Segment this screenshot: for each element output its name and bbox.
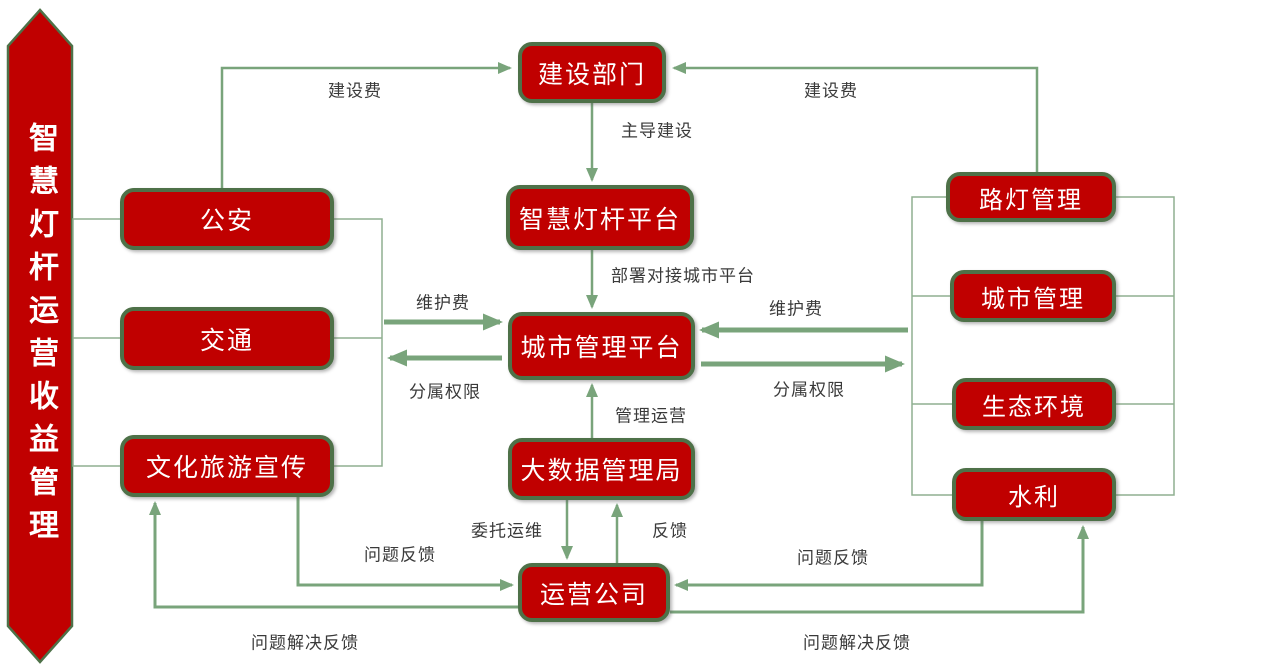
edge-label-lead-construction: 主导建设 — [621, 121, 693, 141]
node-smart-pole-platform: 智慧灯杆平台 — [506, 185, 694, 250]
node-city-mgmt: 城市管理 — [950, 270, 1116, 322]
edge-problem-feedback-left-line — [296, 497, 514, 591]
edge-label-maintenance-fee-right: 维护费 — [769, 299, 823, 319]
node-culture-tourism: 文化旅游宣传 — [120, 435, 334, 497]
node-operating-company: 运营公司 — [518, 563, 670, 622]
node-street-light-mgmt: 路灯管理 — [946, 172, 1116, 222]
node-big-data-bureau: 大数据管理局 — [508, 438, 695, 500]
edge-label-construction-fee-left: 建设费 — [328, 81, 382, 101]
node-water-conservancy: 水利 — [952, 468, 1116, 521]
node-construction-dept: 建设部门 — [518, 42, 666, 103]
banner-title: 智慧灯杆运营收益管理 — [24, 122, 57, 552]
edge-label-manage-operate: 管理运营 — [615, 406, 687, 426]
edge-problem-feedback-right-line — [674, 521, 984, 591]
bracket-right-inner — [911, 196, 952, 496]
edge-label-construction-fee-right: 建设费 — [804, 81, 858, 101]
edge-label-deploy-connect: 部署对接城市平台 — [611, 266, 755, 286]
edge-label-problem-resolution-right: 问题解决反馈 — [803, 633, 911, 653]
edge-label-assigned-rights-left: 分属权限 — [409, 382, 481, 402]
bracket-right-outer — [1116, 196, 1175, 496]
edge-problem-resolution-right-line — [670, 525, 1089, 614]
edge-label-problem-resolution-left: 问题解决反馈 — [251, 633, 359, 653]
edge-label-entrust-om: 委托运维 — [471, 521, 543, 541]
edge-problem-resolution-left-line — [149, 501, 518, 609]
edge-label-maintenance-fee-left: 维护费 — [416, 293, 470, 313]
bracket-left-inner — [334, 218, 383, 467]
edge-label-assigned-rights-right: 分属权限 — [773, 380, 845, 400]
node-eco-environment: 生态环境 — [952, 378, 1116, 430]
edge-label-problem-feedback-left: 问题反馈 — [364, 545, 436, 565]
node-public-security: 公安 — [120, 188, 334, 250]
node-city-mgmt-platform: 城市管理平台 — [508, 312, 695, 380]
edge-construction-fee-left-line — [220, 62, 512, 188]
banner-shape — [6, 8, 74, 664]
edge-construction-fee-right-line — [672, 62, 1039, 172]
edge-label-feedback: 反馈 — [652, 521, 688, 541]
node-traffic: 交通 — [120, 307, 334, 370]
edge-label-problem-feedback-right: 问题反馈 — [797, 548, 869, 568]
bracket-left-outer — [72, 218, 120, 467]
